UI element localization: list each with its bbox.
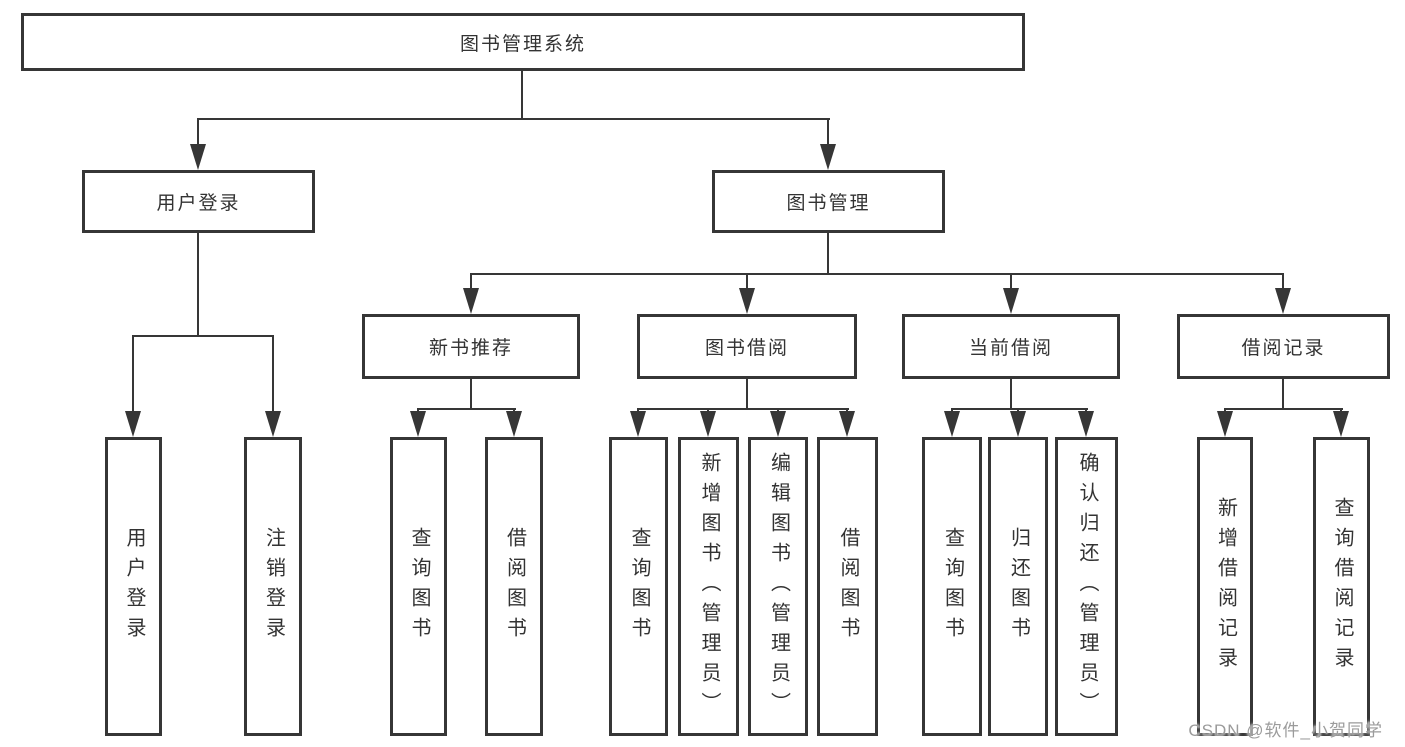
connector-line <box>827 233 829 275</box>
connector-line <box>197 118 830 120</box>
node-label: 查询借阅记录 <box>1331 496 1353 677</box>
connector-line <box>1282 379 1284 410</box>
node-root-library-system: 图书管理系统 <box>21 13 1025 71</box>
arrow-down-icon <box>700 411 716 437</box>
connector-line <box>470 273 1284 275</box>
leaf-borrow-books-borrowing: 借阅图书 <box>817 437 878 736</box>
arrow-down-icon <box>739 288 755 314</box>
node-user-login: 用户登录 <box>82 170 315 233</box>
connector-line <box>827 118 829 148</box>
connector-line <box>637 408 849 410</box>
leaf-add-borrow-record: 新增借阅记录 <box>1197 437 1253 736</box>
connector-line <box>1282 273 1284 291</box>
arrow-down-icon <box>770 411 786 437</box>
arrow-down-icon <box>839 411 855 437</box>
arrow-down-icon <box>1217 411 1233 437</box>
node-label: 确认归还（管理员） <box>1076 451 1098 722</box>
connector-line <box>1010 379 1012 410</box>
node-label: 查询图书 <box>628 526 650 647</box>
connector-line <box>417 408 516 410</box>
leaf-return-books: 归还图书 <box>988 437 1048 736</box>
leaf-query-books-current: 查询图书 <box>922 437 982 736</box>
arrow-down-icon <box>1275 288 1291 314</box>
arrow-down-icon <box>820 144 836 170</box>
leaf-query-borrow-record: 查询借阅记录 <box>1313 437 1370 736</box>
leaf-edit-book-admin: 编辑图书（管理员） <box>748 437 808 736</box>
node-label: 新增图书（管理员） <box>698 451 720 722</box>
node-label: 当前借阅 <box>968 338 1053 359</box>
node-book-borrowing: 图书借阅 <box>637 314 857 379</box>
node-label: 图书借阅 <box>704 338 789 359</box>
arrow-down-icon <box>1078 411 1094 437</box>
node-label: 新书推荐 <box>428 338 513 359</box>
arrow-down-icon <box>125 411 141 437</box>
node-label: 借阅图书 <box>837 526 859 647</box>
connector-line <box>197 233 199 337</box>
leaf-query-books-recommend: 查询图书 <box>390 437 447 736</box>
node-label: 编辑图书（管理员） <box>767 451 790 722</box>
arrow-down-icon <box>630 411 646 437</box>
arrow-down-icon <box>1010 411 1026 437</box>
arrow-down-icon <box>265 411 281 437</box>
csdn-watermark: CSDN @软件_小贺同学 <box>1188 721 1383 740</box>
node-borrowing-records: 借阅记录 <box>1177 314 1390 379</box>
node-book-management: 图书管理 <box>712 170 945 233</box>
connector-line <box>197 118 199 148</box>
connector-line <box>132 335 134 415</box>
node-label: 图书管理系统 <box>459 33 586 55</box>
connector-line <box>521 70 523 120</box>
arrow-down-icon <box>1003 288 1019 314</box>
node-current-borrowing: 当前借阅 <box>902 314 1120 379</box>
leaf-add-book-admin: 新增图书（管理员） <box>678 437 739 736</box>
leaf-confirm-return-admin: 确认归还（管理员） <box>1055 437 1118 736</box>
arrow-down-icon <box>190 144 206 170</box>
node-label: 借阅记录 <box>1241 338 1326 359</box>
node-new-book-recommend: 新书推荐 <box>362 314 580 379</box>
connector-line <box>470 379 472 410</box>
connector-line <box>1224 408 1343 410</box>
node-label: 图书管理 <box>786 193 871 214</box>
connector-line <box>951 408 1088 410</box>
connector-line <box>470 273 472 291</box>
node-label: 注销登录 <box>262 526 285 647</box>
leaf-logout: 注销登录 <box>244 437 302 736</box>
node-label: 借阅图书 <box>503 526 526 647</box>
node-label: 归还图书 <box>1007 526 1030 647</box>
node-label: 用户登录 <box>156 193 241 214</box>
connector-line <box>746 379 748 410</box>
connector-line <box>272 335 274 415</box>
leaf-query-books-borrowing: 查询图书 <box>609 437 668 736</box>
arrow-down-icon <box>1333 411 1349 437</box>
connector-line <box>1010 273 1012 291</box>
node-label: 查询图书 <box>941 526 964 647</box>
arrow-down-icon <box>944 411 960 437</box>
leaf-user-login: 用户登录 <box>105 437 162 736</box>
arrow-down-icon <box>463 288 479 314</box>
node-label: 新增借阅记录 <box>1214 496 1237 677</box>
leaf-borrow-books-recommend: 借阅图书 <box>485 437 543 736</box>
node-label: 用户登录 <box>123 526 145 647</box>
arrow-down-icon <box>410 411 426 437</box>
node-label: 查询图书 <box>408 526 430 647</box>
connector-line <box>746 273 748 291</box>
connector-line <box>132 335 274 337</box>
arrow-down-icon <box>506 411 522 437</box>
